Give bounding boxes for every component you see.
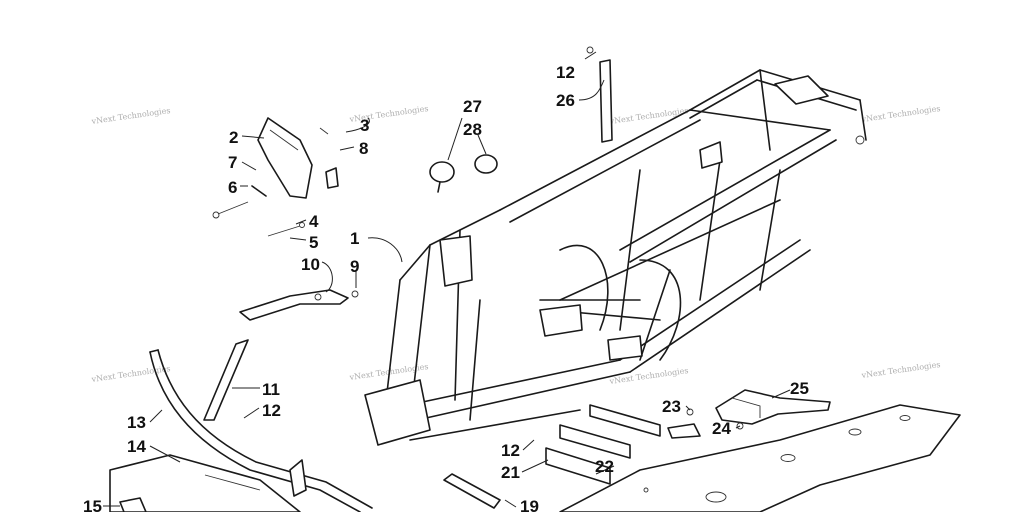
- callout-label: 13: [127, 413, 146, 432]
- watermarks: vNext Technologies vNext Technologies vN…: [90, 104, 941, 386]
- callout-label: 12: [501, 441, 520, 460]
- clamps: [429, 154, 498, 193]
- callout-label: 10: [301, 255, 320, 274]
- callout-label: 5: [309, 233, 318, 252]
- callout-label: 15: [83, 497, 102, 512]
- callout-label: 19: [520, 497, 539, 512]
- callout-label: 4: [309, 212, 319, 231]
- crossbars: [545, 404, 661, 485]
- callout-label: 14: [127, 437, 146, 456]
- callout-label: 22: [595, 457, 614, 476]
- callout-label: 11: [262, 380, 280, 399]
- main-frame: [364, 69, 867, 446]
- callout-label: 12: [262, 401, 281, 420]
- callout-label: 26: [556, 91, 575, 110]
- callout-label: 7: [228, 153, 237, 172]
- skid-plate: [559, 404, 961, 512]
- callout-labels: 1 2 3 4 5 6 7 8 9 10 11 12 12 12 13 14 1…: [83, 63, 809, 512]
- callout-label: 21: [501, 463, 520, 482]
- watermark: vNext Technologies: [860, 104, 941, 124]
- part-26-strap: [586, 46, 613, 143]
- callout-label: 2: [229, 128, 238, 147]
- callout-label: 9: [350, 257, 359, 276]
- callout-label: 24: [712, 419, 731, 438]
- watermark: vNext Technologies: [860, 360, 941, 380]
- callout-label: 6: [228, 178, 237, 197]
- part-25-bracket: [715, 389, 831, 425]
- callout-label: 28: [463, 120, 482, 139]
- callout-label: 3: [360, 116, 369, 135]
- headlight-assembly: [212, 117, 359, 298]
- watermark: vNext Technologies: [90, 106, 171, 126]
- callout-label: 23: [662, 397, 681, 416]
- callout-label: 8: [359, 139, 368, 158]
- callout-label: 25: [790, 379, 809, 398]
- watermark: vNext Technologies: [608, 366, 689, 386]
- callout-label: 1: [350, 229, 359, 248]
- part-10-bracket: [239, 289, 349, 321]
- leader-lines: [103, 51, 791, 508]
- callout-label: 12: [556, 63, 575, 82]
- part-19-strap: [443, 473, 501, 509]
- callout-label: 27: [463, 97, 482, 116]
- front-bumper: [109, 349, 373, 512]
- part-11-bracket: [203, 339, 249, 421]
- parts-23-24: [667, 408, 744, 439]
